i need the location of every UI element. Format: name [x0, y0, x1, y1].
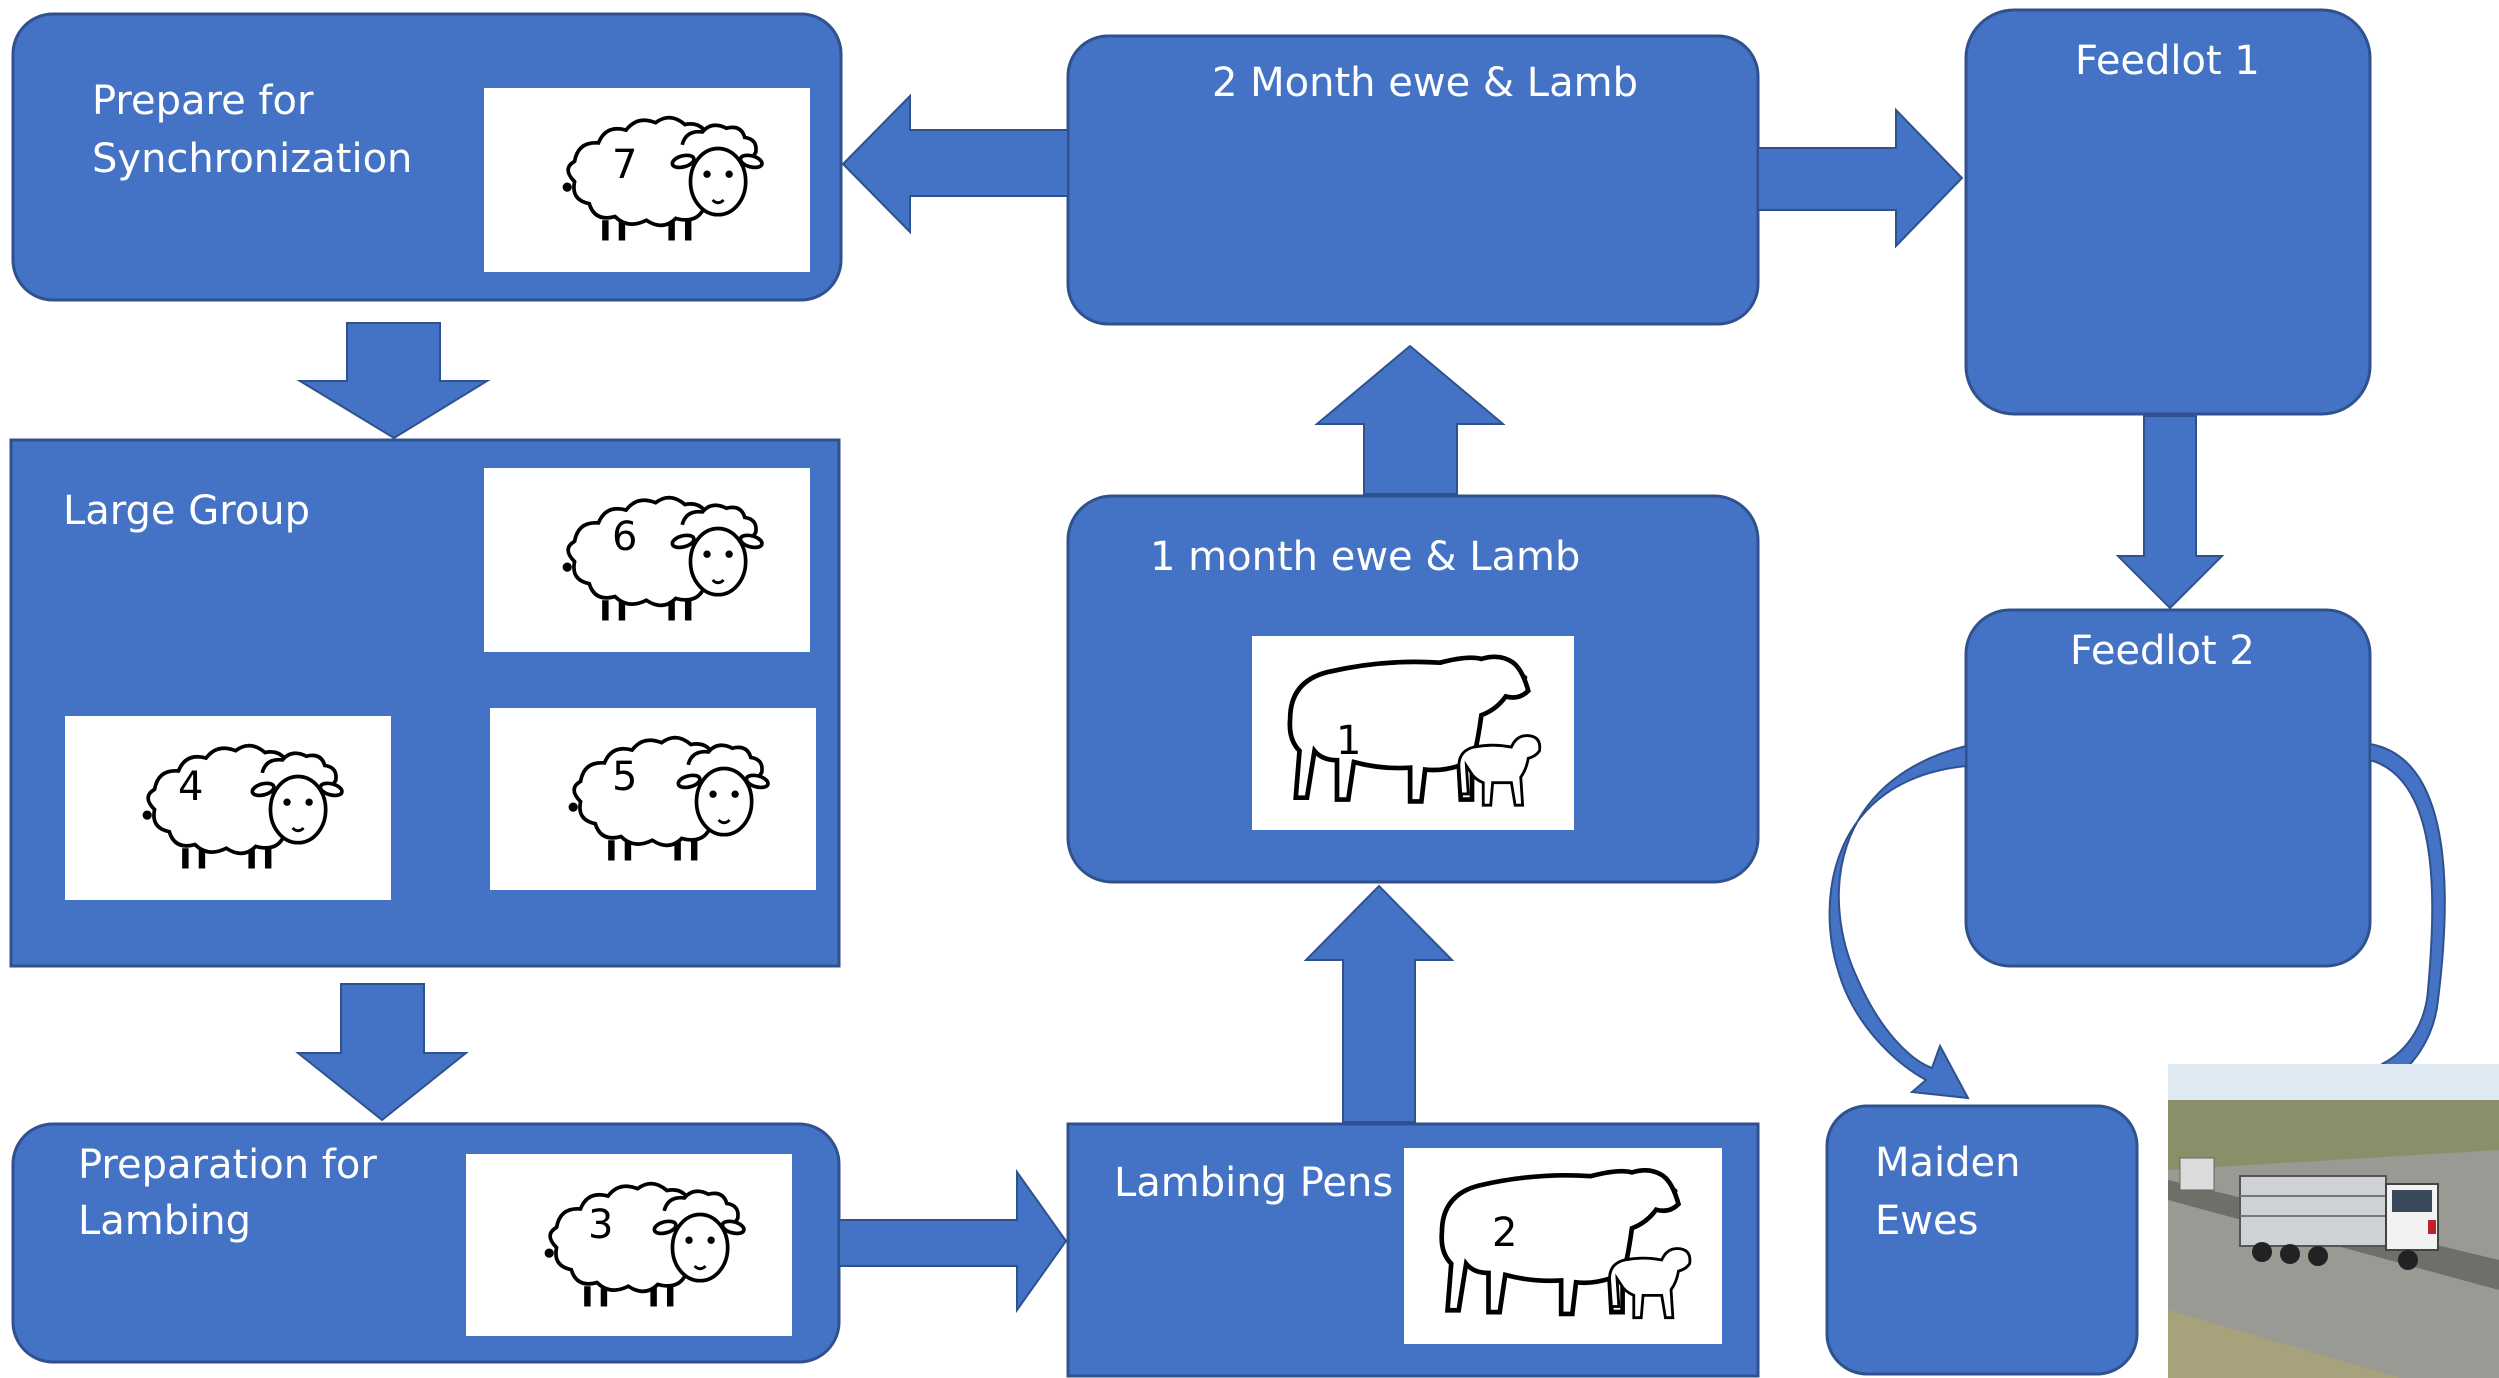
ewe-lamb-picture-1: 1 [1252, 636, 1574, 830]
arrow-up-to-1-month [1303, 884, 1455, 1123]
prepare-sync-label: Prepare for Synchronization [92, 78, 412, 182]
arrow-down-to-preparation [295, 983, 469, 1122]
feedlot-1-label: Feedlot 1 [2075, 38, 2260, 84]
livestock-truck-photo [2168, 1064, 2499, 1378]
sheep-picture-7: 7 [484, 88, 810, 272]
one-month-label: 1 month ewe & Lamb [1150, 534, 1580, 580]
arrow-right-to-feedlot-1 [1757, 107, 1964, 249]
arrow-down-to-large-group [296, 322, 491, 440]
curved-arrow-to-truck [2368, 742, 2446, 1098]
feedlot-2-label: Feedlot 2 [2070, 628, 2255, 674]
curved-arrow-to-maiden-ewes [1828, 744, 1970, 1100]
lambing-pens-label: Lambing Pens [1114, 1160, 1393, 1206]
arrow-down-to-feedlot-2 [2115, 415, 2225, 610]
sheep-picture-5: 5 [490, 708, 816, 890]
sheep-number: 6 [612, 514, 637, 560]
prep-lambing-label: Preparation for Lambing [78, 1142, 390, 1244]
ewe-lamb-number: 1 [1336, 718, 1361, 764]
sheep-number: 4 [178, 764, 203, 810]
sheep-number: 3 [588, 1202, 613, 1248]
sheep-picture-6: 6 [484, 468, 810, 652]
sheep-number: 7 [612, 142, 637, 188]
arrow-left-to-prepare [841, 93, 1069, 235]
ewe-lamb-number: 2 [1492, 1210, 1517, 1256]
box-feedlot-2 [1964, 608, 2372, 968]
maiden-ewes-label: Maiden Ewes [1875, 1140, 2033, 1244]
box-maiden-ewes [1825, 1104, 2139, 1376]
sheep-number: 5 [612, 754, 637, 800]
sheep-picture-3: 3 [466, 1154, 792, 1336]
arrow-up-to-2-month [1314, 344, 1506, 495]
two-month-label: 2 Month ewe & Lamb [1212, 60, 1638, 106]
arrow-right-to-lambing-pens [838, 1168, 1068, 1314]
large-group-label: Large Group [63, 488, 310, 534]
sheep-picture-4: 4 [65, 716, 391, 900]
box-feedlot-1 [1964, 8, 2372, 416]
ewe-lamb-picture-2: 2 [1404, 1148, 1722, 1344]
